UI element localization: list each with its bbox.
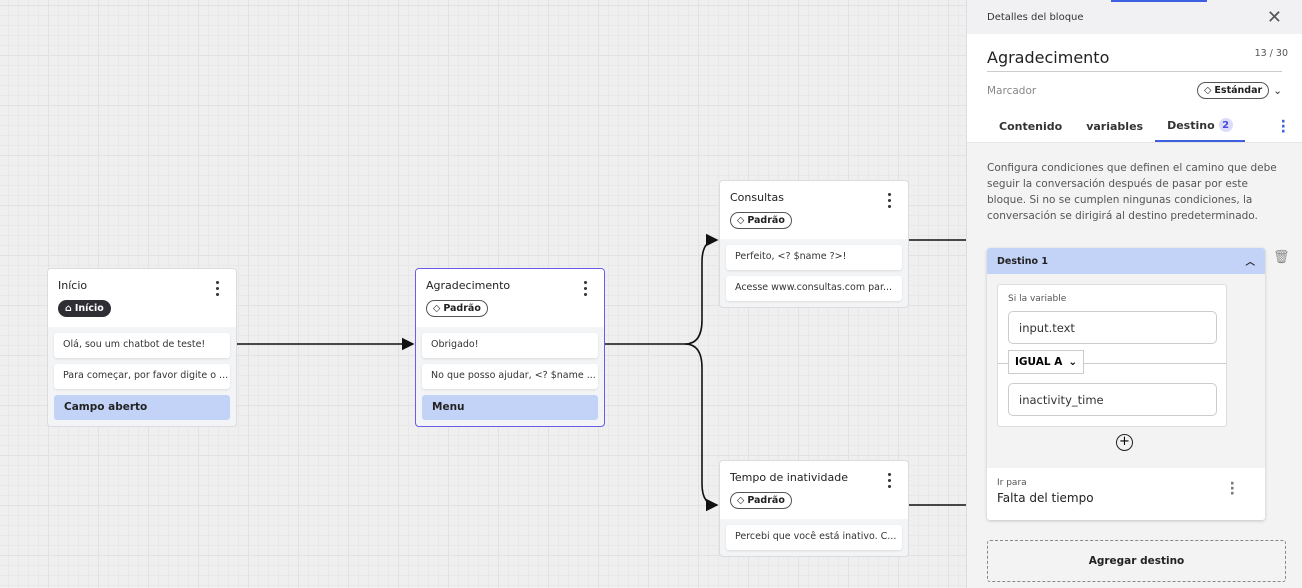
node-tag: ⌂Início xyxy=(58,300,111,317)
edge-agradecimento-consultas xyxy=(605,233,719,345)
add-condition-icon[interactable]: + xyxy=(1116,434,1133,451)
panel-header: Detalles del bloque xyxy=(987,11,1084,23)
tag-icon: ◇ xyxy=(1204,85,1212,96)
edge-agradecimento-tempo xyxy=(684,343,719,512)
message-item[interactable]: Acesse www.consultas.com par... xyxy=(726,276,902,301)
trash-icon[interactable]: 🗑 xyxy=(1273,250,1290,265)
node-header: Consultas ◇Padrão xyxy=(720,181,908,239)
node-tag: ◇Padrão xyxy=(730,492,792,509)
char-count: 13 / 30 xyxy=(1254,48,1288,59)
close-icon[interactable]: ✕ xyxy=(1266,6,1282,28)
tag-label: Padrão xyxy=(747,495,785,506)
message-item[interactable]: Obrigado! xyxy=(422,333,598,358)
node-title: Consultas xyxy=(730,191,784,204)
option-item[interactable]: Campo aberto xyxy=(54,395,230,420)
chevron-down-icon[interactable]: ⌄ xyxy=(1273,84,1282,97)
message-item[interactable]: Olá, sou um chatbot de teste! xyxy=(54,333,230,358)
node-menu-icon[interactable] xyxy=(584,281,588,299)
tag-icon: ◇ xyxy=(737,215,745,226)
goto-menu-icon[interactable]: ··· xyxy=(1229,476,1235,502)
block-title-input[interactable]: Agradecimento xyxy=(987,34,1282,72)
node-menu-icon[interactable] xyxy=(888,193,892,211)
condition-box: Si la variable input.text IGUAL A ⌄ inact… xyxy=(997,284,1227,427)
message-item[interactable]: Perfeito, <? $name ?>! xyxy=(726,245,902,270)
message-item[interactable]: No que posso ajudar, <? $name ... xyxy=(422,364,598,389)
chevron-down-icon: ⌄ xyxy=(1068,356,1078,368)
node-title: Tempo de inatividade xyxy=(730,471,848,484)
variable-label: Si la variable xyxy=(1008,294,1067,304)
add-destination-button[interactable]: Agregar destino xyxy=(987,540,1286,582)
home-icon: ⌂ xyxy=(65,303,72,314)
destination-description: Configura condiciones que definen el cam… xyxy=(987,162,1277,222)
node-title: Agradecimento xyxy=(426,279,511,292)
destination-title: Destino 1 xyxy=(997,255,1048,267)
tab-contenido[interactable]: Contenido xyxy=(999,119,1063,133)
tag-icon: ◇ xyxy=(737,495,745,506)
marker-label: Marcador xyxy=(987,84,1037,97)
node-menu-icon[interactable] xyxy=(888,473,892,491)
node-tag: ◇Padrão xyxy=(426,300,488,317)
marker-select[interactable]: ◇Estándar ⌄ xyxy=(1197,82,1282,99)
message-item[interactable]: Percebi que você está inativo. C... xyxy=(726,525,902,550)
chevron-up-icon[interactable]: ︿ xyxy=(1245,257,1255,268)
tag-label: Início xyxy=(74,303,104,314)
goto-label: Ir para xyxy=(997,478,1027,488)
node-menu-icon[interactable] xyxy=(216,281,220,299)
tag-label: Padrão xyxy=(747,215,785,226)
node-header: Início ⌂Início xyxy=(48,269,236,327)
node-header: Tempo de inatividade ◇Padrão xyxy=(720,461,908,519)
destination-card: Destino 1 ︿ Si la variable input.text IGU… xyxy=(987,248,1265,520)
option-item[interactable]: Menu xyxy=(422,395,598,420)
tag-icon: ◇ xyxy=(433,303,441,314)
tab-variables[interactable]: variables xyxy=(1086,119,1144,133)
top-tab-indicator xyxy=(1111,0,1207,2)
operator-select[interactable]: IGUAL A ⌄ xyxy=(1008,350,1085,374)
node-title: Início xyxy=(58,279,88,292)
node-header: Agradecimento ◇Padrão xyxy=(416,269,604,327)
destination-count-badge: 2 xyxy=(1218,118,1233,132)
tag-label: Padrão xyxy=(443,303,481,314)
edges xyxy=(237,233,966,512)
more-options-icon[interactable]: ··· xyxy=(1280,114,1286,140)
variable-input[interactable]: input.text xyxy=(1008,311,1217,344)
marker-value: Estándar xyxy=(1214,85,1263,96)
node-tag: ◇Padrão xyxy=(730,212,792,229)
value-input[interactable]: inactivity_time xyxy=(1008,383,1217,416)
operator-value: IGUAL A xyxy=(1015,356,1063,368)
block-details-panel: Detalles del bloque ✕ Agradecimento 13 /… xyxy=(966,0,1302,588)
destination-header[interactable]: Destino 1 ︿ xyxy=(987,248,1265,274)
goto-value[interactable]: Falta del tiempo xyxy=(997,491,1094,505)
message-item[interactable]: Para começar, por favor digite o ... xyxy=(54,364,230,389)
tab-label: Destino xyxy=(1167,118,1215,132)
